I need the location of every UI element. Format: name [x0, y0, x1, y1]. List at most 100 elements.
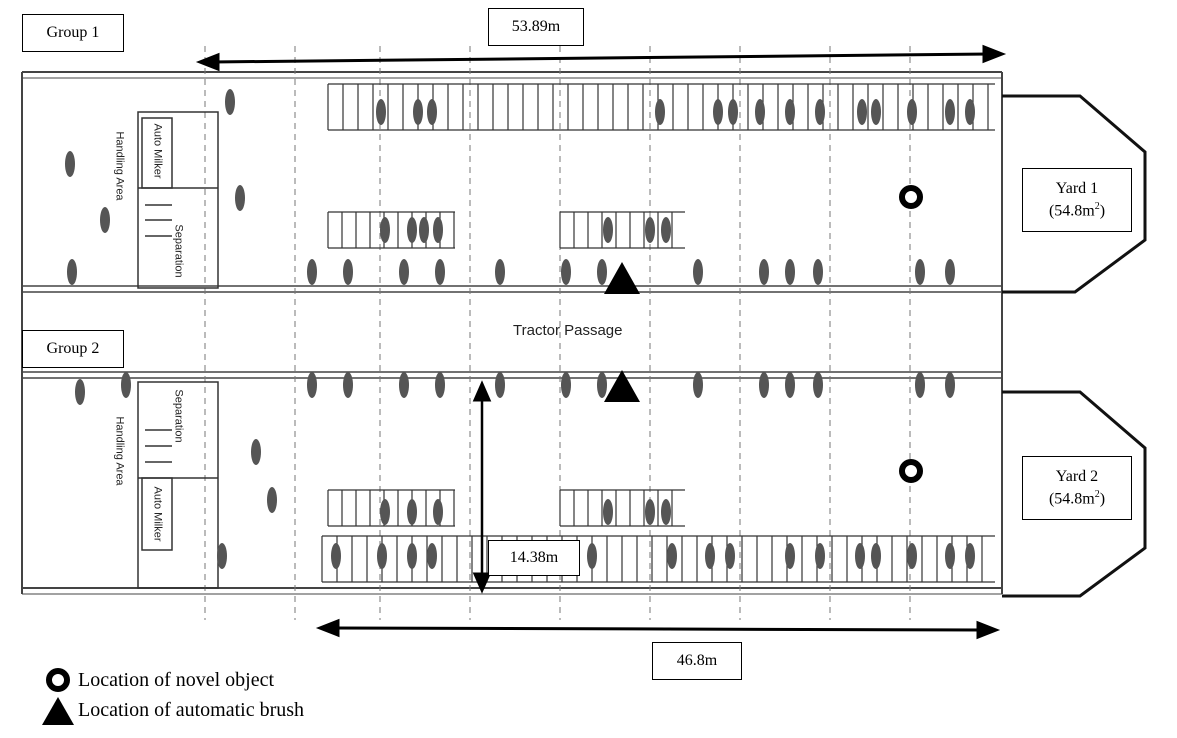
cow-icon: [235, 185, 245, 211]
cow-icon: [785, 372, 795, 398]
cow-icon: [713, 99, 723, 125]
cow-icon: [915, 259, 925, 285]
cow-icon: [693, 259, 703, 285]
group1-label: Group 1: [22, 14, 124, 52]
cows: [65, 89, 975, 569]
yard2-label: Yard 2 (54.8m2): [1022, 456, 1132, 520]
bottom-length-label: 46.8m: [652, 642, 742, 680]
brush-marker-group1: [604, 262, 640, 294]
yard1-label: Yard 1 (54.8m2): [1022, 168, 1132, 232]
cow-icon: [871, 543, 881, 569]
cow-icon: [705, 543, 715, 569]
cow-icon: [495, 372, 505, 398]
top-length-label: 53.89m: [488, 8, 584, 46]
cow-icon: [561, 372, 571, 398]
cow-icon: [75, 379, 85, 405]
stall-rows: [321, 83, 995, 583]
cow-icon: [561, 259, 571, 285]
cow-icon: [815, 543, 825, 569]
cow-icon: [661, 217, 671, 243]
novel-object-marker-yard2: [899, 459, 923, 483]
cow-icon: [785, 99, 795, 125]
cow-icon: [907, 99, 917, 125]
legend-automatic-brush-text: Location of automatic brush: [78, 698, 305, 721]
cow-icon: [785, 543, 795, 569]
cow-icon: [433, 217, 443, 243]
milking-rooms: [137, 111, 219, 589]
separation-label-group2: Separation: [172, 389, 185, 443]
cow-icon: [419, 217, 429, 243]
cow-icon: [399, 259, 409, 285]
cow-icon: [121, 372, 131, 398]
cow-icon: [945, 99, 955, 125]
cow-icon: [331, 543, 341, 569]
barn-walls: [21, 71, 1003, 595]
cow-icon: [380, 499, 390, 525]
tractor-passage-label: Tractor Passage: [513, 322, 623, 339]
cow-icon: [965, 99, 975, 125]
cow-icon: [307, 259, 317, 285]
cow-icon: [343, 372, 353, 398]
cow-icon: [407, 543, 417, 569]
cow-icon: [871, 99, 881, 125]
cow-icon: [915, 372, 925, 398]
cow-icon: [407, 217, 417, 243]
novel-object-markers: [899, 185, 923, 483]
cow-icon: [435, 372, 445, 398]
cow-icon: [855, 543, 865, 569]
cow-icon: [427, 99, 437, 125]
cow-icon: [427, 543, 437, 569]
cow-icon: [945, 259, 955, 285]
yard2-name: Yard 2: [1055, 468, 1099, 486]
cow-icon: [965, 543, 975, 569]
cow-icon: [755, 99, 765, 125]
cow-icon: [728, 99, 738, 125]
cow-icon: [495, 259, 505, 285]
yard1-name: Yard 1: [1055, 180, 1099, 198]
cow-icon: [603, 499, 613, 525]
novel-object-marker-yard1: [899, 185, 923, 209]
cow-icon: [597, 372, 607, 398]
automatic-brush-legend-icon: [38, 696, 78, 725]
yard2-area: (54.8m2): [1048, 488, 1106, 508]
cow-icon: [597, 259, 607, 285]
legend-novel-object-text: Location of novel object: [78, 668, 275, 691]
cow-icon: [785, 259, 795, 285]
cow-icon: [413, 99, 423, 125]
cow-icon: [667, 543, 677, 569]
cow-icon: [907, 543, 917, 569]
legend-automatic-brush: Location of automatic brush: [38, 696, 305, 725]
cow-icon: [217, 543, 227, 569]
yards-outline: [1002, 94, 1147, 598]
legend-novel-object: Location of novel object: [38, 666, 274, 694]
cow-icon: [693, 372, 703, 398]
cow-icon: [645, 217, 655, 243]
automatic-brush-markers: [604, 262, 640, 402]
cow-icon: [376, 99, 386, 125]
cow-icon: [407, 499, 417, 525]
cow-icon: [725, 543, 735, 569]
auto-milker-label-group2: Auto Milker: [151, 486, 164, 542]
cow-icon: [267, 487, 277, 513]
cow-icon: [380, 217, 390, 243]
cow-icon: [815, 99, 825, 125]
cow-icon: [343, 259, 353, 285]
cow-icon: [645, 499, 655, 525]
cow-icon: [587, 543, 597, 569]
width-label: 14.38m: [488, 540, 580, 576]
cow-icon: [100, 207, 110, 233]
novel-object-legend-icon: [38, 666, 78, 694]
cow-icon: [661, 499, 671, 525]
cow-icon: [759, 259, 769, 285]
cow-icon: [65, 151, 75, 177]
auto-milker-label-group1: Auto Milker: [151, 123, 164, 179]
cow-icon: [603, 217, 613, 243]
cow-icon: [945, 372, 955, 398]
yard1-area: (54.8m2): [1048, 200, 1106, 220]
handling-area-label-group2: Handling Area: [113, 416, 126, 486]
separation-label-group1: Separation: [172, 224, 185, 278]
dimension-arrows: [195, 44, 1007, 640]
cow-icon: [759, 372, 769, 398]
cow-icon: [399, 372, 409, 398]
